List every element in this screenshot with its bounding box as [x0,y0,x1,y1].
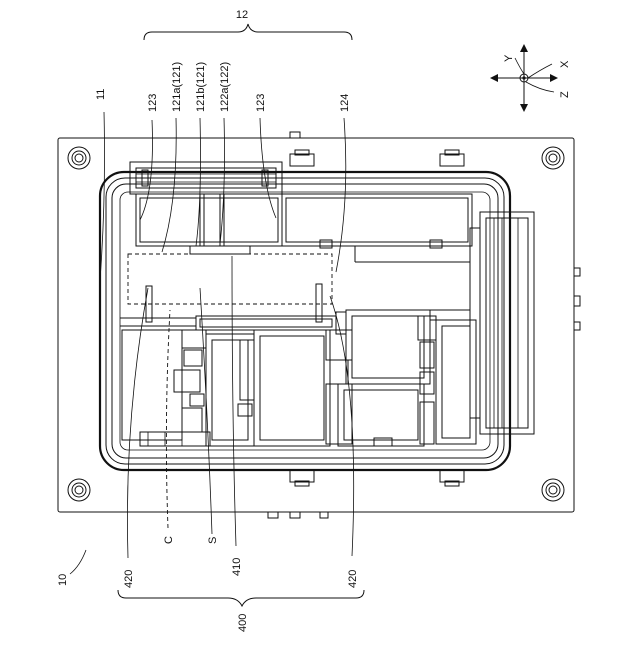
region-c-dashed-outline [128,254,332,304]
label-121b: 121b(121) [195,62,207,112]
label-12: 12 [236,9,248,21]
label-123-left: 123 [147,94,159,112]
duct-410 [196,312,346,334]
label-124: 124 [339,94,351,112]
label-121a: 121a(121) [171,62,183,112]
cell-stack-12 [136,194,472,262]
corner-bolt-bottom-left [68,479,90,501]
partition-walls-420 [120,284,322,326]
axis-label-y: Y [503,54,515,62]
label-123-right: 123 [255,94,267,112]
corner-bolt-top-right [542,147,564,169]
label-122a: 122a(122) [219,62,231,112]
axis-label-x: X [559,60,571,68]
bracket-12 [144,24,352,40]
corner-bolt-bottom-right [542,479,564,501]
axis-label-z: Z [559,91,571,98]
bracket-400 [118,590,364,606]
lower-middle-compartment [206,330,352,446]
label-420-left: 420 [123,570,135,588]
axis-indicator [490,44,558,112]
label-410: 410 [231,558,243,576]
corner-bolt-top-left [68,147,90,169]
label-400: 400 [237,614,249,632]
label-420-right: 420 [347,570,359,588]
right-side-unit [470,212,534,434]
label-c: C [163,536,175,544]
label-11: 11 [95,89,107,100]
lower-right-compartment [338,310,476,446]
label-10: 10 [57,574,69,586]
housing-body-11 [100,172,510,470]
label-s: S [207,537,219,544]
